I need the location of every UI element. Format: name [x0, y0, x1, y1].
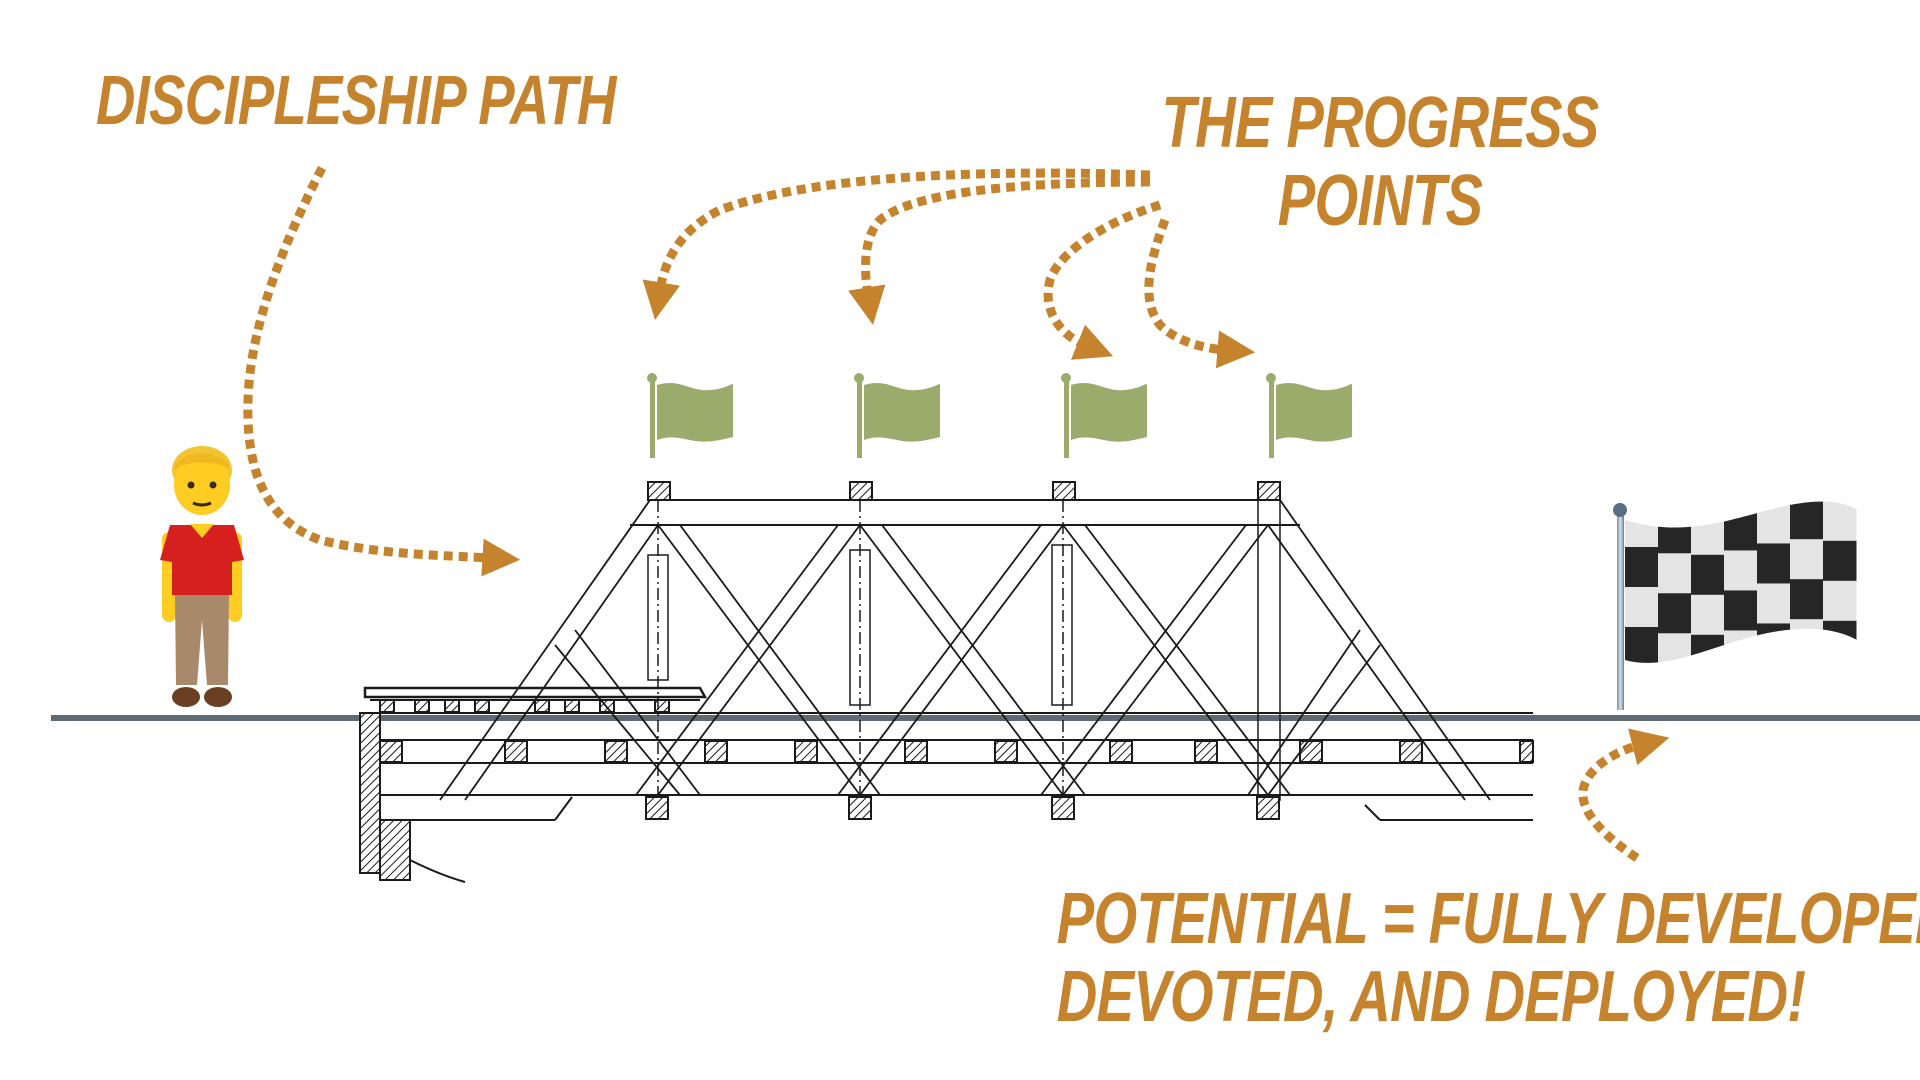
- bridge-nuts: [645, 481, 1281, 820]
- checker-square: [1823, 501, 1857, 542]
- checker-square: [1757, 543, 1791, 584]
- checker-square: [1625, 587, 1659, 628]
- checker-square: [1625, 547, 1659, 588]
- checker-square: [1823, 540, 1857, 582]
- arrows: [243, 165, 1670, 862]
- checker-square: [1658, 593, 1692, 634]
- checker-square: [1790, 579, 1824, 620]
- progress-flag-1: [647, 373, 733, 458]
- checker-square: [1724, 630, 1758, 663]
- ground-line: [51, 715, 1920, 721]
- checker-square: [1724, 510, 1758, 551]
- bridge-verticals: [647, 499, 1281, 801]
- progress-points-label-line1: THE PROGRESS: [1161, 83, 1600, 163]
- checker-square: [1691, 634, 1725, 663]
- checker-square: [1691, 554, 1725, 596]
- arrow-progress-point-2: [848, 177, 1151, 325]
- checker-square: [1757, 503, 1791, 544]
- checker-square: [1625, 627, 1659, 663]
- arrow-finish: [1578, 728, 1670, 862]
- checker-square: [1658, 633, 1692, 663]
- checker-square: [1724, 550, 1758, 591]
- checker-square: [1757, 663, 1791, 704]
- checker-square: [1724, 670, 1758, 711]
- checker-square: [1724, 590, 1758, 631]
- person-icon: [160, 446, 244, 707]
- progress-flags: [647, 373, 1352, 458]
- discipleship-path-label: DISCIPLESHIP PATH: [96, 61, 616, 139]
- bridge-diagonals: [439, 499, 1491, 801]
- checker-square: [1790, 619, 1824, 660]
- checker-square: [1625, 667, 1659, 708]
- bridge-top-chord: [630, 499, 1300, 526]
- checker-square: [1625, 507, 1659, 548]
- checker-square: [1790, 539, 1824, 580]
- checkered-finish-flag-icon: [1613, 501, 1857, 716]
- checker-square: [1823, 660, 1857, 663]
- arrow-progress-point-3: [1043, 200, 1162, 360]
- progress-flag-4: [1266, 373, 1352, 458]
- arrow-discipleship-path: [243, 165, 521, 577]
- checker-square: [1658, 553, 1692, 594]
- checker-square: [1691, 514, 1725, 556]
- arrow-progress-point-4: [1144, 218, 1256, 369]
- checker-square: [1691, 594, 1725, 636]
- potential-label-line2: DEVOTED, AND DEPLOYED!: [1056, 957, 1806, 1037]
- bridge-abutment: [359, 712, 466, 883]
- bridge-floor-blocks: [379, 699, 1534, 763]
- progress-points-label: THE PROGRESS POINTS: [1146, 84, 1614, 240]
- checker-square: [1790, 501, 1824, 540]
- arrow-progress-point-1: [642, 168, 1151, 320]
- truss-bridge: [359, 481, 1534, 883]
- checker-square: [1823, 580, 1857, 622]
- checker-square: [1790, 659, 1824, 663]
- checker-square: [1757, 583, 1791, 624]
- progress-flag-3: [1061, 373, 1147, 458]
- progress-flag-2: [854, 373, 940, 458]
- checker-square: [1757, 623, 1791, 663]
- checker-square: [1823, 620, 1857, 662]
- progress-points-label-line2: POINTS: [1277, 161, 1483, 241]
- checker-square: [1691, 675, 1725, 716]
- checker-square: [1658, 513, 1692, 554]
- checker-square: [1658, 673, 1692, 714]
